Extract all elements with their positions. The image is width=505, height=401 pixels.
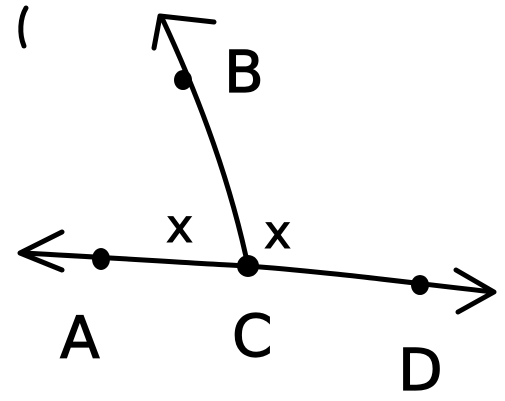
label-a: A <box>60 304 100 372</box>
arrowhead-left <box>17 229 65 273</box>
arrowhead-right <box>453 267 497 315</box>
point-a-dot <box>92 248 110 270</box>
angle-mark-left: x <box>166 199 193 253</box>
arrowhead-top <box>151 13 217 51</box>
ray-cb <box>159 15 251 269</box>
label-c: C <box>232 302 273 370</box>
angle-mark-right: x <box>264 205 291 259</box>
point-c-dot <box>237 255 259 277</box>
label-b: B <box>224 38 264 106</box>
point-b-dot <box>174 70 192 90</box>
label-d: D <box>398 336 443 401</box>
point-d-dot <box>411 275 429 295</box>
corner-mark <box>18 5 29 49</box>
